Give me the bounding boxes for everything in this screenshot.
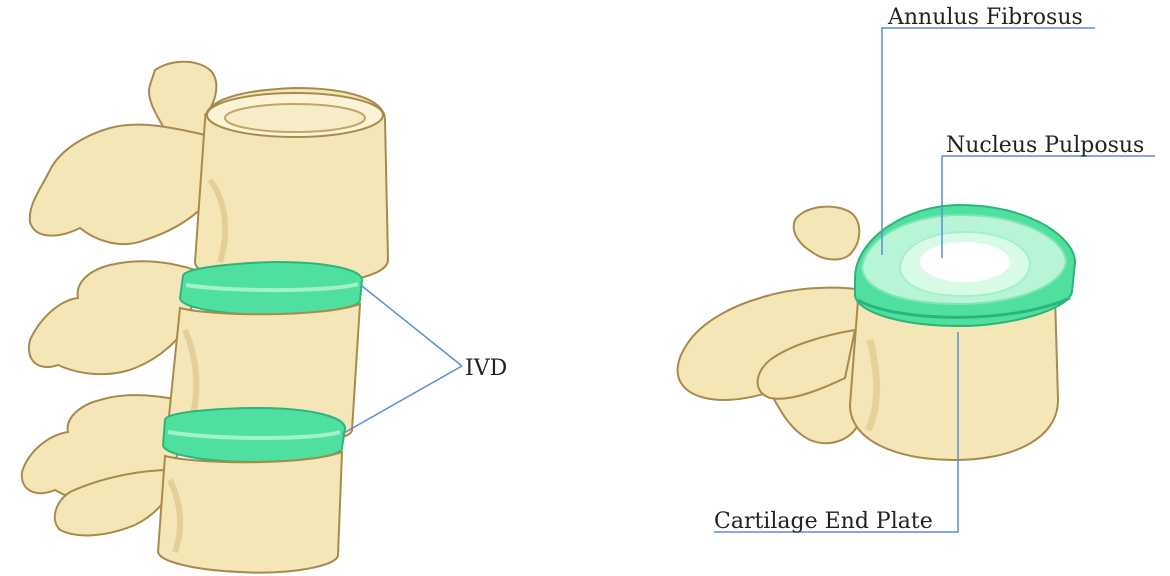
lower-vertebral-body [158, 452, 342, 573]
upper-intervertebral-disc [180, 262, 362, 315]
nucleus-pulposus-center [920, 242, 1010, 282]
ivd-annotation: IVD [342, 286, 507, 434]
cartilage-end-plate-label: Cartilage End Plate [714, 509, 933, 534]
ivd-leader-upper [362, 286, 462, 366]
upper-vertebral-body [195, 88, 388, 285]
right-superior-process [794, 207, 860, 260]
annulus-fibrosus-label: Annulus Fibrosus [887, 5, 1083, 30]
right-disc [855, 205, 1075, 326]
lower-intervertebral-disc [163, 408, 345, 462]
ivd-label: IVD [465, 356, 507, 381]
middle-transverse-process [29, 261, 195, 374]
upper-transverse-process [30, 125, 205, 244]
single-vertebra-illustration [678, 205, 1075, 460]
ivd-leader-lower [342, 366, 462, 434]
upper-vertebra-rim [225, 104, 365, 132]
nucleus-pulposus-label: Nucleus Pulposus [946, 133, 1144, 158]
vertebral-column-illustration [22, 62, 388, 573]
